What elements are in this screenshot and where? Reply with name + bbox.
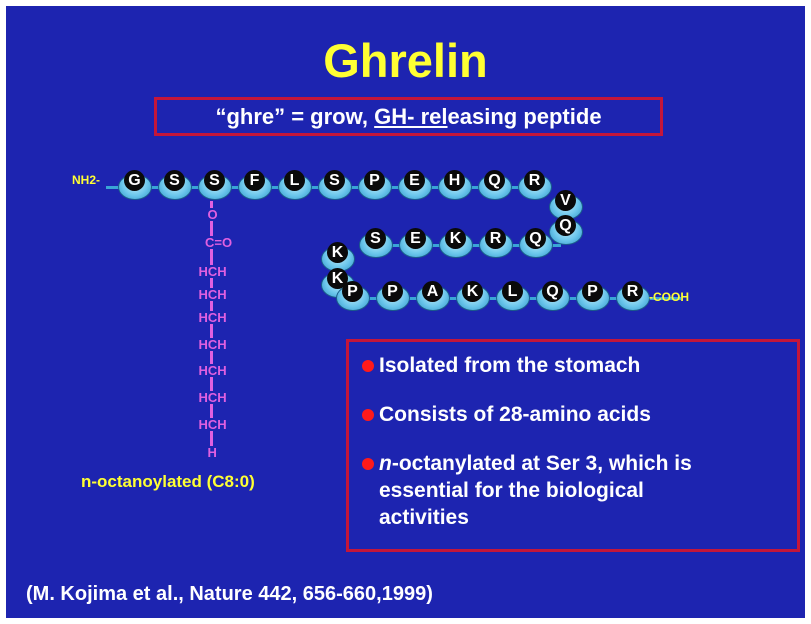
amino-acid-letter: P	[342, 281, 363, 302]
fact-item-3-line3: activities	[379, 506, 469, 529]
amino-acid-letter: L	[284, 170, 305, 191]
amino-acid-letter: S	[324, 170, 345, 191]
side-chain-label: C=O	[205, 235, 233, 250]
side-chain-label: O	[207, 207, 218, 222]
amino-acid-letter: S	[204, 170, 225, 191]
side-chain-label: HCH	[198, 310, 227, 325]
amino-acid-letter: K	[462, 281, 483, 302]
side-chain-label: HCH	[198, 390, 227, 405]
slide: Ghrelin “ghre” = grow, GH- releasing pep…	[6, 6, 805, 618]
side-chain-label: HCH	[198, 363, 227, 378]
amino-acid-letter: R	[524, 170, 545, 191]
bullet-icon	[362, 360, 374, 372]
amino-acid-letter: Q	[555, 215, 576, 236]
amino-acid-letter: R	[485, 228, 506, 249]
amino-acid-letter: V	[555, 190, 576, 211]
n-terminus-label: NH2-	[72, 173, 101, 187]
amino-acid-letter: A	[422, 281, 443, 302]
side-chain-label: H	[207, 445, 217, 460]
amino-acid-letter: E	[404, 170, 425, 191]
amino-acid-letter: E	[405, 228, 426, 249]
bullet-icon	[362, 458, 374, 470]
side-chain-label: HCH	[198, 264, 227, 279]
amino-acid-letter: H	[444, 170, 465, 191]
amino-acid-letter: R	[622, 281, 643, 302]
side-chain-label: HCH	[198, 417, 227, 432]
facts-box: Isolated from the stomach Consists of 28…	[346, 339, 800, 552]
fact-item-2: Consists of 28-amino acids	[379, 403, 651, 426]
fact-item-3: n-octanylated at Ser 3, which is	[379, 451, 692, 476]
amino-acid-letter: Q	[484, 170, 505, 191]
amino-acid-letter: F	[244, 170, 265, 191]
amino-acid-letter: S	[164, 170, 185, 191]
amino-acid-letter: Q	[542, 281, 563, 302]
subtitle-box: “ghre” = grow, GH- releasing peptide	[154, 97, 663, 136]
octanoylation-caption: n-octanoylated (C8:0)	[81, 472, 255, 491]
fact-item-3-italic: n	[379, 452, 392, 475]
side-chain-label: HCH	[198, 287, 227, 302]
fact-item-3-text: -octanylated at Ser 3, which is	[391, 452, 692, 475]
subtitle-underlined: GH- rel	[374, 104, 448, 129]
side-chain-label: HCH	[198, 337, 227, 352]
slide-title: Ghrelin	[323, 34, 488, 87]
c-terminus-label: -COOH	[649, 290, 689, 304]
subtitle-suffix: easing peptide	[447, 104, 602, 129]
amino-acid-letter: L	[502, 281, 523, 302]
amino-acid-letter: K	[327, 242, 348, 263]
subtitle-prefix: “ghre” = grow,	[215, 104, 375, 129]
bullet-icon	[362, 409, 374, 421]
amino-acid-letter: S	[365, 228, 386, 249]
fact-item-1: Isolated from the stomach	[379, 354, 641, 377]
amino-acid-letter: K	[445, 228, 466, 249]
amino-acid-letter: G	[124, 170, 145, 191]
amino-acid-letter: Q	[525, 228, 546, 249]
amino-acid-letter: K	[327, 268, 348, 289]
fact-item-3-line2: essential for the biological	[379, 479, 644, 502]
citation: (M. Kojima et al., Nature 442, 656-660,1…	[26, 583, 433, 605]
amino-acid-letter: P	[582, 281, 603, 302]
amino-acid-letter: P	[364, 170, 385, 191]
amino-acid-letter: P	[382, 281, 403, 302]
side-chain-backbone	[210, 201, 213, 459]
